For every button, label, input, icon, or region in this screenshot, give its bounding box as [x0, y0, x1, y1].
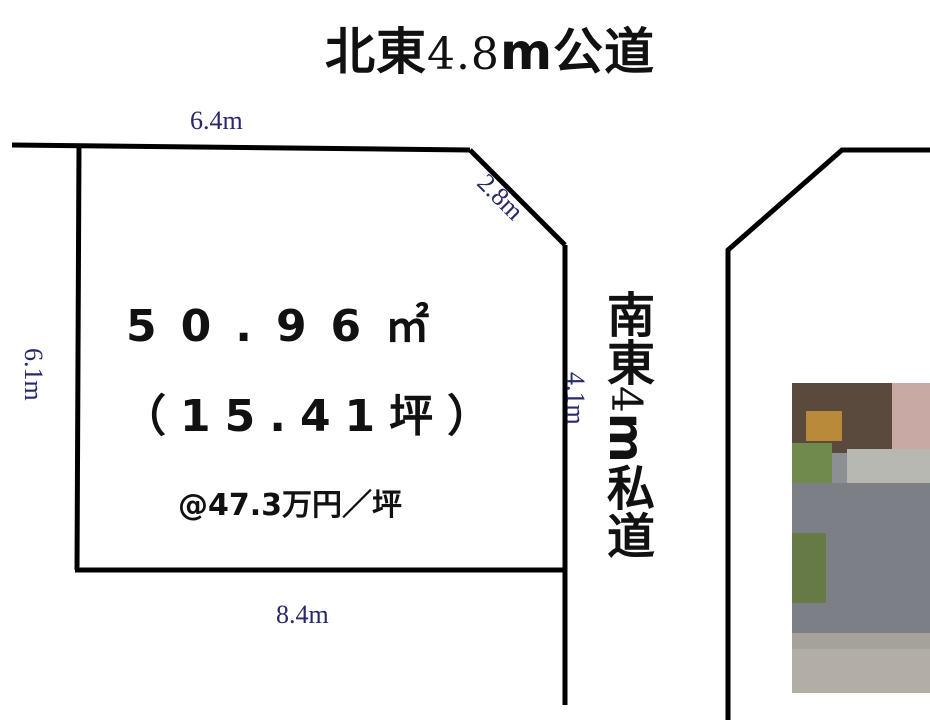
title-suffix: m公道 — [499, 23, 656, 81]
lot-area-sqm: 50.96㎡ — [126, 301, 454, 352]
photo-building-wall — [892, 383, 930, 453]
photo-window — [806, 411, 842, 441]
east-road-label: 南東4m私道 — [596, 290, 656, 559]
site-photo — [792, 383, 930, 693]
unit-price: @47.3万円／坪 — [178, 488, 403, 523]
dimension-right: 4.1m — [561, 372, 590, 425]
east-road-suffix: m私道 — [598, 412, 654, 559]
page-title: 北東4.8m公道 — [0, 12, 930, 84]
photo-greenery — [792, 443, 832, 483]
photo-fence — [847, 449, 930, 489]
photo-pavement — [792, 649, 930, 693]
east-road-prefix: 南東 — [598, 290, 654, 386]
opposite-lot-boundary — [725, 147, 930, 720]
east-road-width: 4 — [602, 386, 651, 413]
title-width: 4.8 — [426, 29, 500, 80]
photo-weeds — [792, 533, 826, 603]
dimension-bottom: 8.4m — [276, 600, 329, 629]
dimension-top: 6.4m — [190, 106, 243, 135]
lot-area-tsubo: （15.41坪） — [122, 391, 506, 442]
photo-curb — [792, 633, 930, 649]
boundary-left — [74, 144, 82, 571]
title-prefix: 北東 — [324, 23, 427, 81]
dimension-left: 6.1m — [19, 348, 48, 401]
boundary-top — [11, 142, 471, 153]
boundary-corner — [468, 148, 567, 247]
